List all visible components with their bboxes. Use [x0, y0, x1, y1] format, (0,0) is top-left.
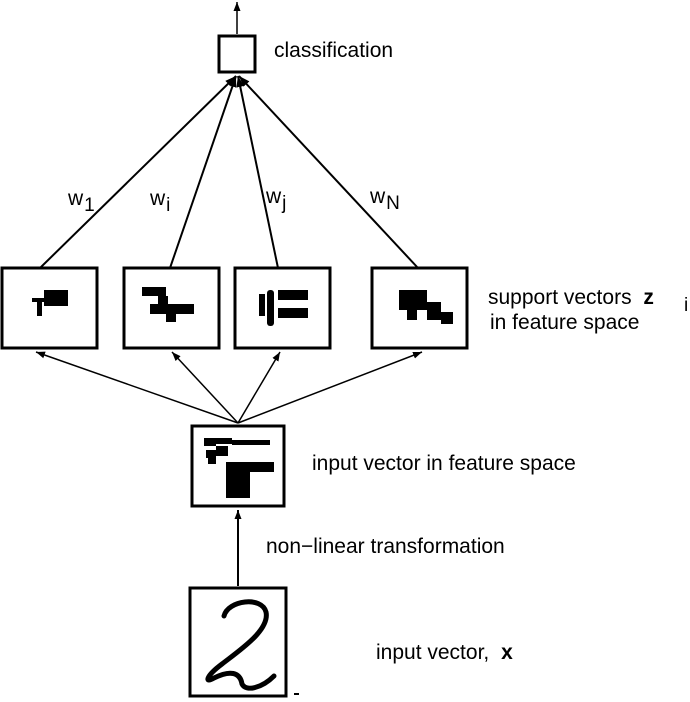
- support-vector-3: [233, 266, 332, 350]
- input-vector-label: input vector, x: [376, 641, 513, 664]
- feature-to-sv1: [35, 351, 239, 424]
- support-vector-4: [370, 266, 469, 350]
- support-vectors-subscript: i: [684, 295, 689, 316]
- support-vector-1: [0, 266, 99, 350]
- support-vectors-symbol: z: [643, 286, 654, 309]
- connection-wN: [238, 75, 419, 269]
- connection-wj: [236, 75, 279, 269]
- connection-wi: [169, 75, 237, 269]
- support-vectors-label: support vectors z: [488, 286, 654, 309]
- support-vectors-label-line2: in feature space: [490, 311, 640, 334]
- weight-label-i: wi: [150, 187, 171, 216]
- handwritten-digit-2: [205, 599, 277, 691]
- transformation-label: non−linear transformation: [266, 535, 505, 558]
- weight-label-1: w1: [68, 187, 95, 216]
- feature-to-sv4: [237, 351, 423, 424]
- input-vector-symbol: x: [501, 641, 513, 664]
- support-vector-2: [122, 266, 221, 350]
- feature-to-sv2: [171, 351, 239, 424]
- weight-label-j: wj: [266, 185, 287, 214]
- input-feature-label: input vector in feature space: [312, 452, 576, 475]
- classification-label: classification: [274, 39, 394, 62]
- feature-to-sv3: [237, 351, 281, 424]
- connection-w1: [39, 75, 237, 269]
- input-feature-box: [190, 424, 286, 508]
- weight-label-N: wN: [370, 185, 400, 214]
- input-vector-box: [188, 586, 299, 698]
- classification-node: [217, 34, 257, 74]
